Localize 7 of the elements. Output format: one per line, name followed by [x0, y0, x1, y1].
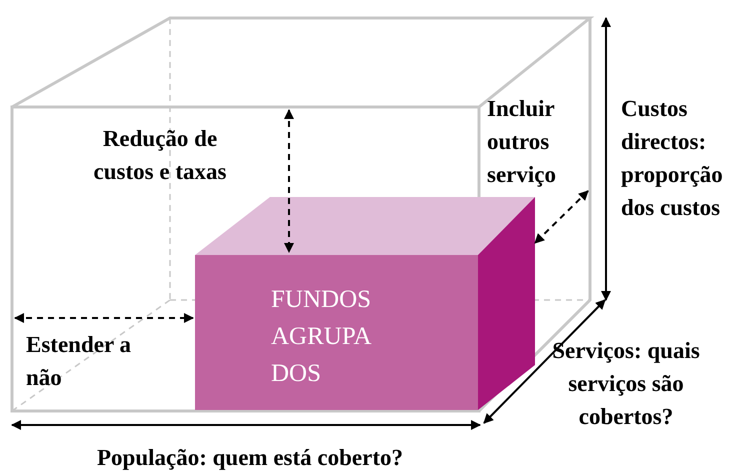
dimension-label: Estender a não — [26, 331, 131, 392]
dimension-label: Redução de custos e taxas — [92, 125, 228, 186]
block-label: FUNDOS AGRUPA DOS — [271, 285, 372, 389]
dimension-label: Incluir outros serviço — [487, 95, 557, 189]
axis-label: População: quem está coberto? — [96, 444, 404, 472]
axis-label: Custos directos: proporção dos custos — [621, 95, 724, 222]
axis-label: Serviços: quais serviços são cobertos? — [552, 337, 700, 431]
